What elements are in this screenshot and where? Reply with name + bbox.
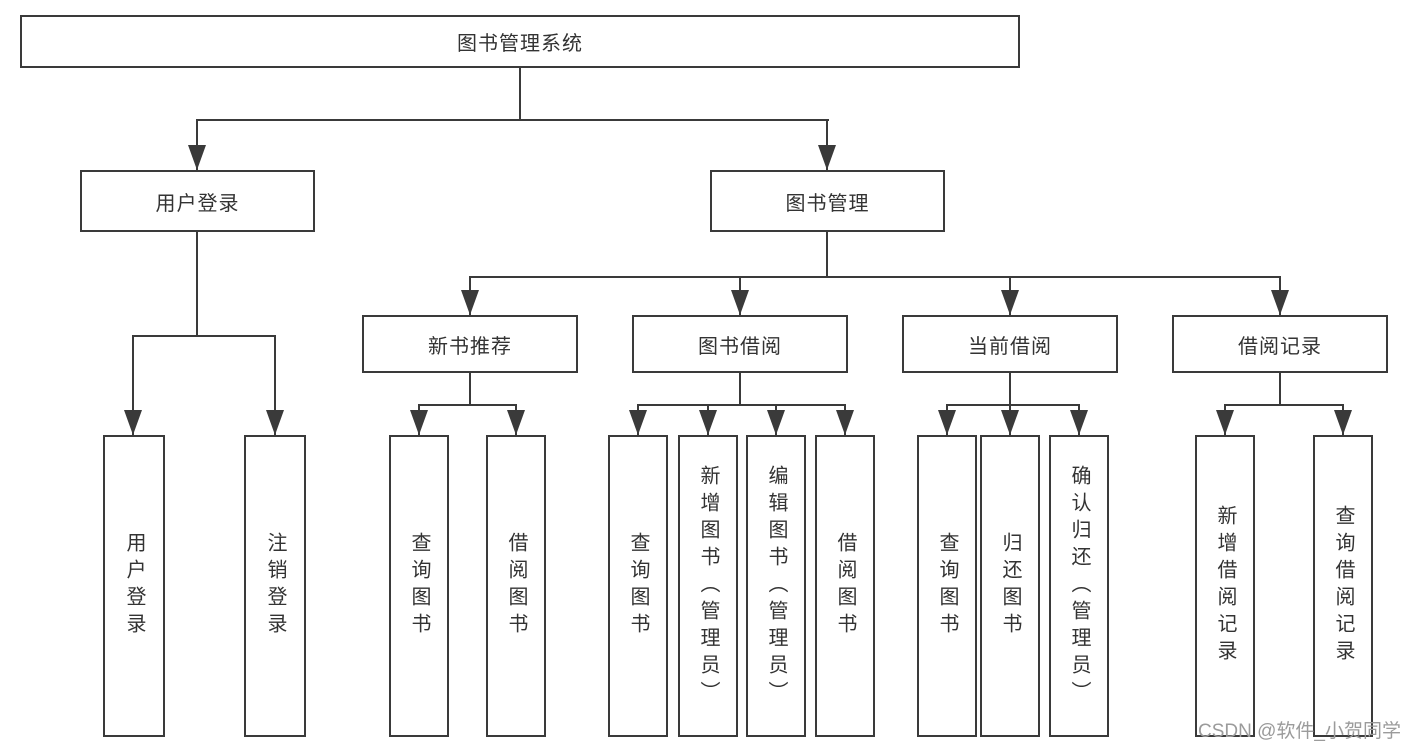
connector-line <box>637 404 846 406</box>
connector-line <box>469 276 1281 278</box>
leaf-query-books-recommend: 查询图书 <box>389 435 449 737</box>
connector-line <box>826 119 828 170</box>
connector-line <box>418 404 517 406</box>
connector-line <box>1279 373 1281 404</box>
arrow-down-icon <box>836 410 854 435</box>
connector-line <box>132 335 275 337</box>
connector-line <box>196 119 198 170</box>
arrow-down-icon <box>1070 410 1088 435</box>
leaf-query-borrow-record: 查询借阅记录 <box>1313 435 1373 737</box>
arrow-down-icon <box>1216 410 1234 435</box>
arrow-down-icon <box>410 410 428 435</box>
node-new-book-recommend: 新书推荐 <box>362 315 578 373</box>
arrow-down-icon <box>731 290 749 315</box>
connector-line <box>469 373 471 404</box>
leaf-borrow-books-recommend: 借阅图书 <box>486 435 546 737</box>
leaf-confirm-return-admin: 确认归还（管理员） <box>1049 435 1109 737</box>
arrow-down-icon <box>818 145 836 170</box>
arrow-down-icon <box>629 410 647 435</box>
arrow-down-icon <box>767 410 785 435</box>
leaf-edit-book-admin: 编辑图书（管理员） <box>746 435 806 737</box>
connector-line <box>739 373 741 404</box>
arrow-down-icon <box>124 410 142 435</box>
arrow-down-icon <box>1334 410 1352 435</box>
arrow-down-icon <box>507 410 525 435</box>
arrow-down-icon <box>461 290 479 315</box>
leaf-borrow-books: 借阅图书 <box>815 435 875 737</box>
node-book-management: 图书管理 <box>710 170 945 232</box>
arrow-down-icon <box>1271 290 1289 315</box>
arrow-down-icon <box>1001 290 1019 315</box>
node-book-borrow: 图书借阅 <box>632 315 848 373</box>
node-borrow-records: 借阅记录 <box>1172 315 1388 373</box>
leaf-user-login: 用户登录 <box>103 435 165 737</box>
connector-line <box>132 335 134 435</box>
csdn-watermark: CSDN @软件_小贺同学 <box>1198 721 1401 742</box>
leaf-logout: 注销登录 <box>244 435 306 737</box>
leaf-return-book: 归还图书 <box>980 435 1040 737</box>
connector-line <box>1224 404 1344 406</box>
arrow-down-icon <box>938 410 956 435</box>
arrow-down-icon <box>266 410 284 435</box>
node-current-borrow: 当前借阅 <box>902 315 1118 373</box>
leaf-add-book-admin: 新增图书（管理员） <box>678 435 738 737</box>
leaf-query-books-borrow: 查询图书 <box>608 435 668 737</box>
arrow-down-icon <box>699 410 717 435</box>
connector-line <box>196 232 198 335</box>
arrow-down-icon <box>188 145 206 170</box>
connector-line <box>196 119 829 121</box>
connector-line <box>274 335 276 435</box>
leaf-query-books-current: 查询图书 <box>917 435 977 737</box>
connector-line <box>946 404 1080 406</box>
node-user-login: 用户登录 <box>80 170 315 232</box>
node-root-library-management-system: 图书管理系统 <box>20 15 1020 68</box>
connector-line <box>1009 373 1011 404</box>
connector-line <box>519 68 521 120</box>
arrow-down-icon <box>1001 410 1019 435</box>
leaf-add-borrow-record: 新增借阅记录 <box>1195 435 1255 737</box>
connector-line <box>826 232 828 276</box>
